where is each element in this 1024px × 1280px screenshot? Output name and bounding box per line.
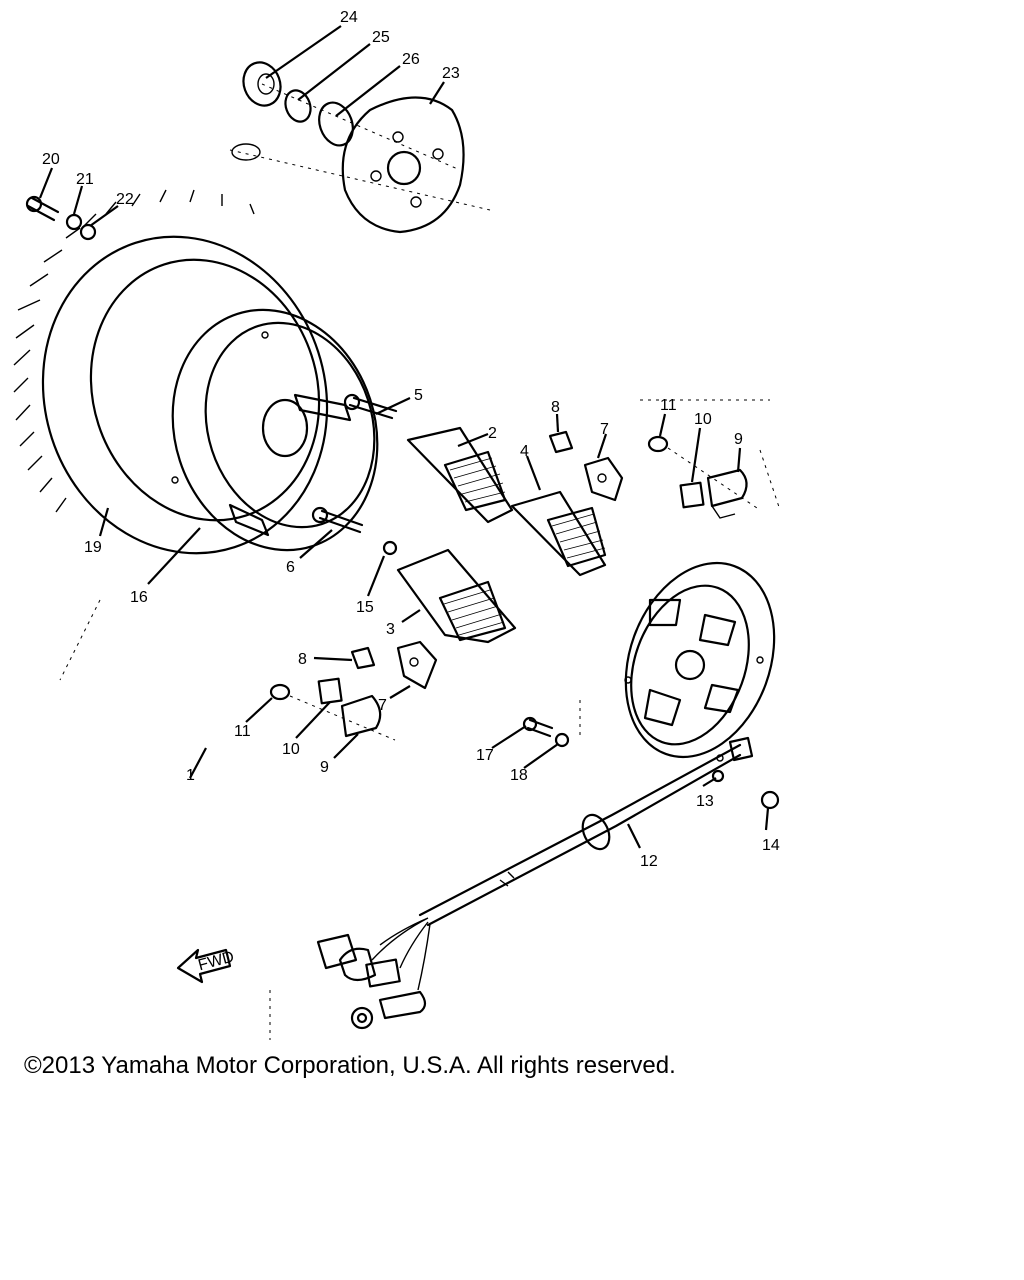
- contact-breaker-lower: [396, 640, 438, 690]
- cam-part-upper: [548, 430, 574, 454]
- callout-13: 13: [696, 793, 714, 810]
- callout-26: 26: [402, 51, 420, 68]
- coil-part-2: [406, 426, 514, 524]
- callout-labels: 24 25 26 23 20 21 22 5 2 8 7 11 10 9 4 1…: [42, 9, 780, 870]
- callout-6: 6: [286, 559, 295, 576]
- callout-18: 18: [510, 767, 528, 784]
- screw-set-20-22: [25, 195, 97, 241]
- callout-23: 23: [442, 65, 460, 82]
- callout-20: 20: [42, 151, 60, 168]
- callout-7-upper: 7: [600, 421, 609, 438]
- stator-base-plate: [624, 561, 776, 762]
- callout-11-upper: 11: [660, 397, 677, 414]
- callout-25: 25: [372, 29, 390, 46]
- copyright-notice: ©2013 Yamaha Motor Corporation, U.S.A. A…: [24, 1052, 676, 1079]
- callout-21: 21: [76, 171, 94, 188]
- lead-wire-harness: [316, 736, 780, 1030]
- callout-22: 22: [116, 191, 134, 208]
- condenser-set-lower: [269, 677, 396, 741]
- screw-part-15: [382, 540, 398, 556]
- coil-part-3: [396, 548, 517, 644]
- fwd-arrow-icon: FWD: [176, 948, 236, 984]
- callout-9-lower: 9: [320, 759, 329, 776]
- callout-1: 1: [186, 767, 195, 784]
- callout-12: 12: [640, 853, 658, 870]
- nut-washer-plate-set: [231, 61, 465, 234]
- exploded-parts-diagram: FWD: [13, 9, 781, 1040]
- callout-4: 4: [520, 443, 529, 460]
- cam-part-lower: [350, 646, 376, 670]
- condenser-set-upper: [647, 435, 761, 519]
- callout-11-lower: 11: [234, 723, 251, 740]
- callout-9-upper: 9: [734, 431, 743, 448]
- callout-10-upper: 10: [694, 411, 712, 428]
- callout-8-upper: 8: [551, 399, 560, 416]
- contact-breaker-upper: [583, 456, 624, 502]
- flywheel-part: [13, 189, 329, 555]
- callout-17: 17: [476, 747, 494, 764]
- callout-2: 2: [488, 425, 497, 442]
- rotor-part: [171, 308, 379, 552]
- callout-14: 14: [762, 837, 780, 854]
- callout-7-lower: 7: [378, 697, 387, 714]
- callout-16: 16: [130, 589, 148, 606]
- callout-19: 19: [84, 539, 102, 556]
- callout-3: 3: [386, 621, 395, 638]
- callout-24: 24: [340, 9, 358, 26]
- callout-5: 5: [414, 387, 423, 404]
- center-lines: [59, 149, 781, 1040]
- callout-15: 15: [356, 599, 374, 616]
- callout-10-lower: 10: [282, 741, 300, 758]
- screw-set-17-18: [522, 716, 570, 748]
- callout-8-lower: 8: [298, 651, 307, 668]
- coil-part-4: [510, 490, 607, 577]
- leader-lines: [38, 25, 770, 849]
